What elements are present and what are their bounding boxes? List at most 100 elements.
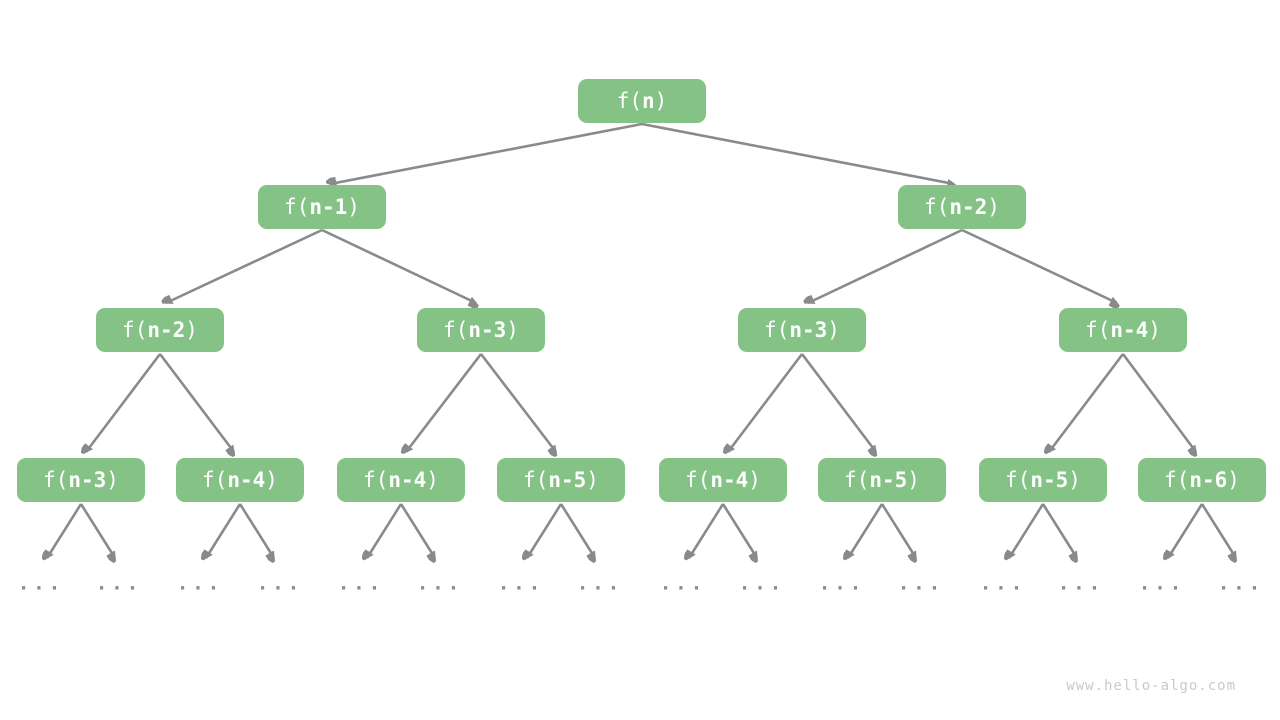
node-label-pre: f(	[122, 317, 148, 342]
node-label-arg: n-5	[1030, 467, 1069, 492]
arrow-edge	[206, 503, 242, 558]
watermark-url: www.hello-algo.com	[1066, 678, 1236, 694]
node-label-post: )	[347, 194, 360, 219]
leaf-ellipsis: ...	[176, 572, 224, 595]
arrow-edge	[47, 503, 83, 558]
arrow-edge	[321, 228, 476, 303]
leaf-ellipsis: ...	[576, 572, 624, 595]
node-l1-0: f(n-1)	[258, 185, 386, 229]
node-label-post: )	[426, 467, 439, 492]
node-label-pre: f(	[844, 467, 870, 492]
arrow-edge	[238, 503, 274, 558]
arrow-edge	[641, 122, 954, 184]
arrow-edge	[367, 503, 403, 558]
node-label-arg: n-3	[468, 317, 507, 342]
leaf-ellipsis: ...	[1217, 572, 1265, 595]
leaf-ellipsis: ...	[1138, 572, 1186, 595]
node-l3-1: f(n-4)	[176, 458, 304, 502]
arrow-edge	[800, 353, 876, 452]
node-l3-6: f(n-5)	[979, 458, 1107, 502]
leaf-ellipsis: ...	[659, 572, 707, 595]
node-l3-3: f(n-5)	[497, 458, 625, 502]
node-label-pre: f(	[284, 194, 310, 219]
node-label-post: )	[987, 194, 1000, 219]
node-label-arg: n-5	[869, 467, 908, 492]
node-label-arg: n-4	[710, 467, 749, 492]
node-label-pre: f(	[1085, 317, 1111, 342]
leaf-ellipsis: ...	[337, 572, 385, 595]
node-label-post: )	[106, 467, 119, 492]
arrow-edge	[86, 353, 162, 452]
node-label-pre: f(	[202, 467, 228, 492]
node-label-post: )	[827, 317, 840, 342]
arrow-edge	[728, 353, 804, 452]
leaf-ellipsis: ...	[897, 572, 945, 595]
node-label-arg: n-1	[309, 194, 348, 219]
arrow-edge	[1041, 503, 1077, 558]
node-l2-1: f(n-3)	[417, 308, 545, 352]
node-label-post: )	[506, 317, 519, 342]
arrow-edge	[158, 353, 234, 452]
arrow-edge	[808, 228, 963, 305]
node-label-arg: n-3	[789, 317, 828, 342]
arrow-edge	[166, 228, 323, 305]
node-label-arg: n-4	[388, 467, 427, 492]
node-l2-3: f(n-4)	[1059, 308, 1187, 352]
node-label-pre: f(	[1005, 467, 1031, 492]
leaf-ellipsis: ...	[256, 572, 304, 595]
arrow-edge	[1049, 353, 1125, 452]
leaf-ellipsis: ...	[17, 572, 65, 595]
arrow-edge	[1009, 503, 1045, 558]
node-label-post: )	[1148, 317, 1161, 342]
arrow-edge	[527, 503, 563, 558]
node-label-pre: f(	[43, 467, 69, 492]
node-label-arg: n-2	[147, 317, 186, 342]
node-l3-5: f(n-5)	[818, 458, 946, 502]
arrow-edge	[961, 228, 1117, 303]
arrow-edge	[399, 503, 435, 558]
node-label-arg: n-5	[548, 467, 587, 492]
node-label-pre: f(	[764, 317, 790, 342]
node-l2-2: f(n-3)	[738, 308, 866, 352]
arrow-edge	[1168, 503, 1204, 558]
node-l2-0: f(n-2)	[96, 308, 224, 352]
arrow-edge	[1121, 353, 1196, 452]
node-label-pre: f(	[523, 467, 549, 492]
node-label-post: )	[748, 467, 761, 492]
arrow-edge	[880, 503, 916, 558]
arrow-edge	[330, 122, 643, 184]
node-label-pre: f(	[1164, 467, 1190, 492]
node-label-arg: n-2	[949, 194, 988, 219]
leaf-ellipsis: ...	[818, 572, 866, 595]
leaf-ellipsis: ...	[1057, 572, 1105, 595]
node-label-arg: n-4	[227, 467, 266, 492]
node-l3-4: f(n-4)	[659, 458, 787, 502]
node-label-arg: n	[641, 88, 655, 113]
node-label-pre: f(	[685, 467, 711, 492]
node-label-pre: f(	[924, 194, 950, 219]
node-label-pre: f(	[363, 467, 389, 492]
node-label-post: )	[586, 467, 599, 492]
node-label-arg: n-3	[68, 467, 107, 492]
arrow-edge	[479, 353, 556, 452]
node-l1-1: f(n-2)	[898, 185, 1026, 229]
leaf-ellipsis: ...	[497, 572, 545, 595]
node-label-arg: n-4	[1110, 317, 1149, 342]
node-label-post: )	[185, 317, 198, 342]
leaf-ellipsis: ...	[416, 572, 464, 595]
node-l3-2: f(n-4)	[337, 458, 465, 502]
node-l3-7: f(n-6)	[1138, 458, 1266, 502]
arrow-edge	[721, 503, 757, 558]
leaf-ellipsis: ...	[979, 572, 1027, 595]
node-label-post: )	[265, 467, 278, 492]
node-label-post: )	[1227, 467, 1240, 492]
node-l3-0: f(n-3)	[17, 458, 145, 502]
arrow-edge	[406, 353, 483, 452]
arrow-edge	[559, 503, 595, 558]
arrow-edge	[1200, 503, 1236, 558]
node-label-post: )	[907, 467, 920, 492]
leaf-ellipsis: ...	[95, 572, 143, 595]
arrow-edge	[689, 503, 725, 558]
node-label-post: )	[654, 88, 668, 113]
